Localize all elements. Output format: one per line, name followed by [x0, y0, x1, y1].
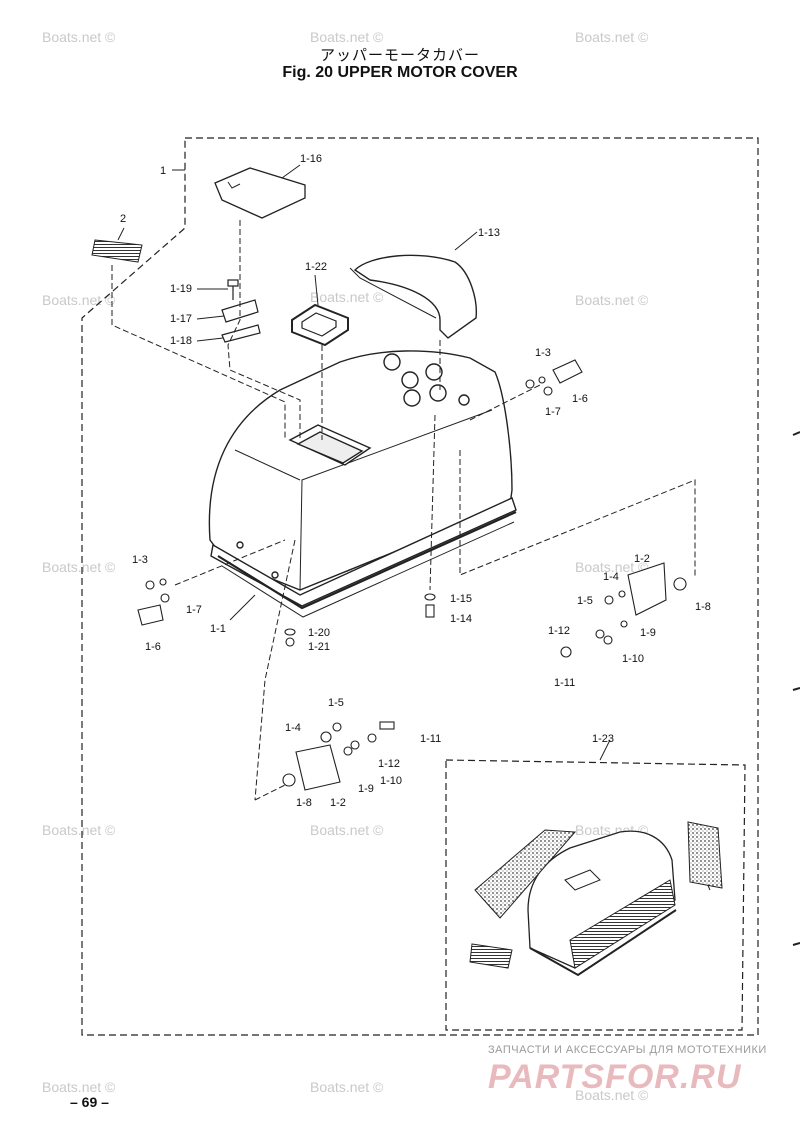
- label-1-16: 1-16: [300, 153, 322, 165]
- watermark: Boats.net ©: [42, 822, 116, 838]
- cap-edge: [349, 267, 437, 319]
- label-1-18: 1-18: [170, 335, 192, 347]
- label-1-17: 1-17: [170, 313, 192, 325]
- label-1-4: 1-4: [285, 722, 301, 734]
- label-1-15: 1-15: [450, 593, 472, 605]
- watermark: Boats.net ©: [42, 292, 116, 308]
- watermark: Boats.net ©: [575, 1087, 649, 1103]
- scan-edge-marks: [792, 431, 800, 946]
- watermark: Boats.net ©: [42, 559, 116, 575]
- watermark: Boats.net ©: [42, 1079, 116, 1095]
- label-1-5: 1-5: [328, 697, 344, 709]
- label-1-3: 1-3: [535, 347, 551, 359]
- label-1: 1: [160, 165, 166, 177]
- watermark: Boats.net ©: [310, 822, 384, 838]
- label-1-21: 1-21: [308, 641, 330, 653]
- label-1-23: 1-23: [592, 733, 614, 745]
- label-1-12: 1-12: [378, 758, 400, 770]
- label-1-8: 1-8: [695, 601, 711, 613]
- label-1-13: 1-13: [478, 227, 500, 239]
- label-1-7: 1-7: [186, 604, 202, 616]
- handle-hole: [301, 312, 337, 337]
- label-1-6: 1-6: [572, 393, 588, 405]
- watermark: Boats.net ©: [310, 1079, 384, 1095]
- fasteners: [137, 359, 687, 791]
- watermark: Boats.net ©: [42, 29, 116, 45]
- watermark: Boats.net ©: [310, 29, 384, 45]
- label-1-7: 1-7: [545, 406, 561, 418]
- watermark: Boats.net ©: [575, 292, 649, 308]
- assembly-boundary: [81, 137, 759, 1036]
- label-1-14: 1-14: [450, 613, 472, 625]
- page-number: – 69 –: [70, 1094, 109, 1110]
- label-1-19: 1-19: [170, 283, 192, 295]
- figure-title: Fig. 20 UPPER MOTOR COVER: [282, 64, 518, 81]
- label-1-20: 1-20: [308, 627, 330, 639]
- label-1-10: 1-10: [380, 775, 402, 787]
- label-1-6: 1-6: [145, 641, 161, 653]
- watermark: Boats.net ©: [310, 289, 384, 305]
- label-1-9: 1-9: [640, 627, 656, 639]
- title-japanese: アッパーモータカバー: [319, 46, 480, 64]
- watermark: Boats.net ©: [575, 559, 649, 575]
- label-1-1: 1-1: [210, 623, 226, 635]
- leader-lines: [111, 164, 711, 891]
- part-1-23-decal-set: [445, 759, 746, 1031]
- label-1-2: 1-2: [330, 797, 346, 809]
- part-1-13-cap: [353, 254, 477, 339]
- label-2: 2: [120, 213, 126, 225]
- label-1-12: 1-12: [548, 625, 570, 637]
- lid-notch: [227, 181, 241, 189]
- watermarks: Boats.net © Boats.net © Boats.net © Boat…: [42, 29, 649, 1103]
- part-2-decal: [91, 239, 143, 263]
- label-1-4: 1-4: [603, 571, 619, 583]
- upper-motor-cover: [208, 350, 517, 618]
- label-1-22: 1-22: [305, 261, 327, 273]
- brand-tagline: ЗАПЧАСТИ И АКСЕССУАРЫ ДЛЯ МОТОТЕХНИКИ: [488, 1044, 767, 1056]
- brand-logo: PARTSFOR.RU: [488, 1058, 742, 1096]
- label-1-9: 1-9: [358, 783, 374, 795]
- watermark: Boats.net ©: [575, 29, 649, 45]
- label-1-5: 1-5: [577, 595, 593, 607]
- label-1-8: 1-8: [296, 797, 312, 809]
- label-1-2: 1-2: [634, 553, 650, 565]
- label-1-3: 1-3: [132, 554, 148, 566]
- label-1-11: 1-11: [554, 677, 575, 689]
- label-1-11: 1-11: [420, 733, 441, 745]
- label-1-10: 1-10: [622, 653, 644, 665]
- part-labels: 1 2 1-16 1-13 1-22 1-19 1-17 1-18 1-3 1-…: [120, 153, 711, 809]
- part-1-16-lid: [214, 167, 306, 219]
